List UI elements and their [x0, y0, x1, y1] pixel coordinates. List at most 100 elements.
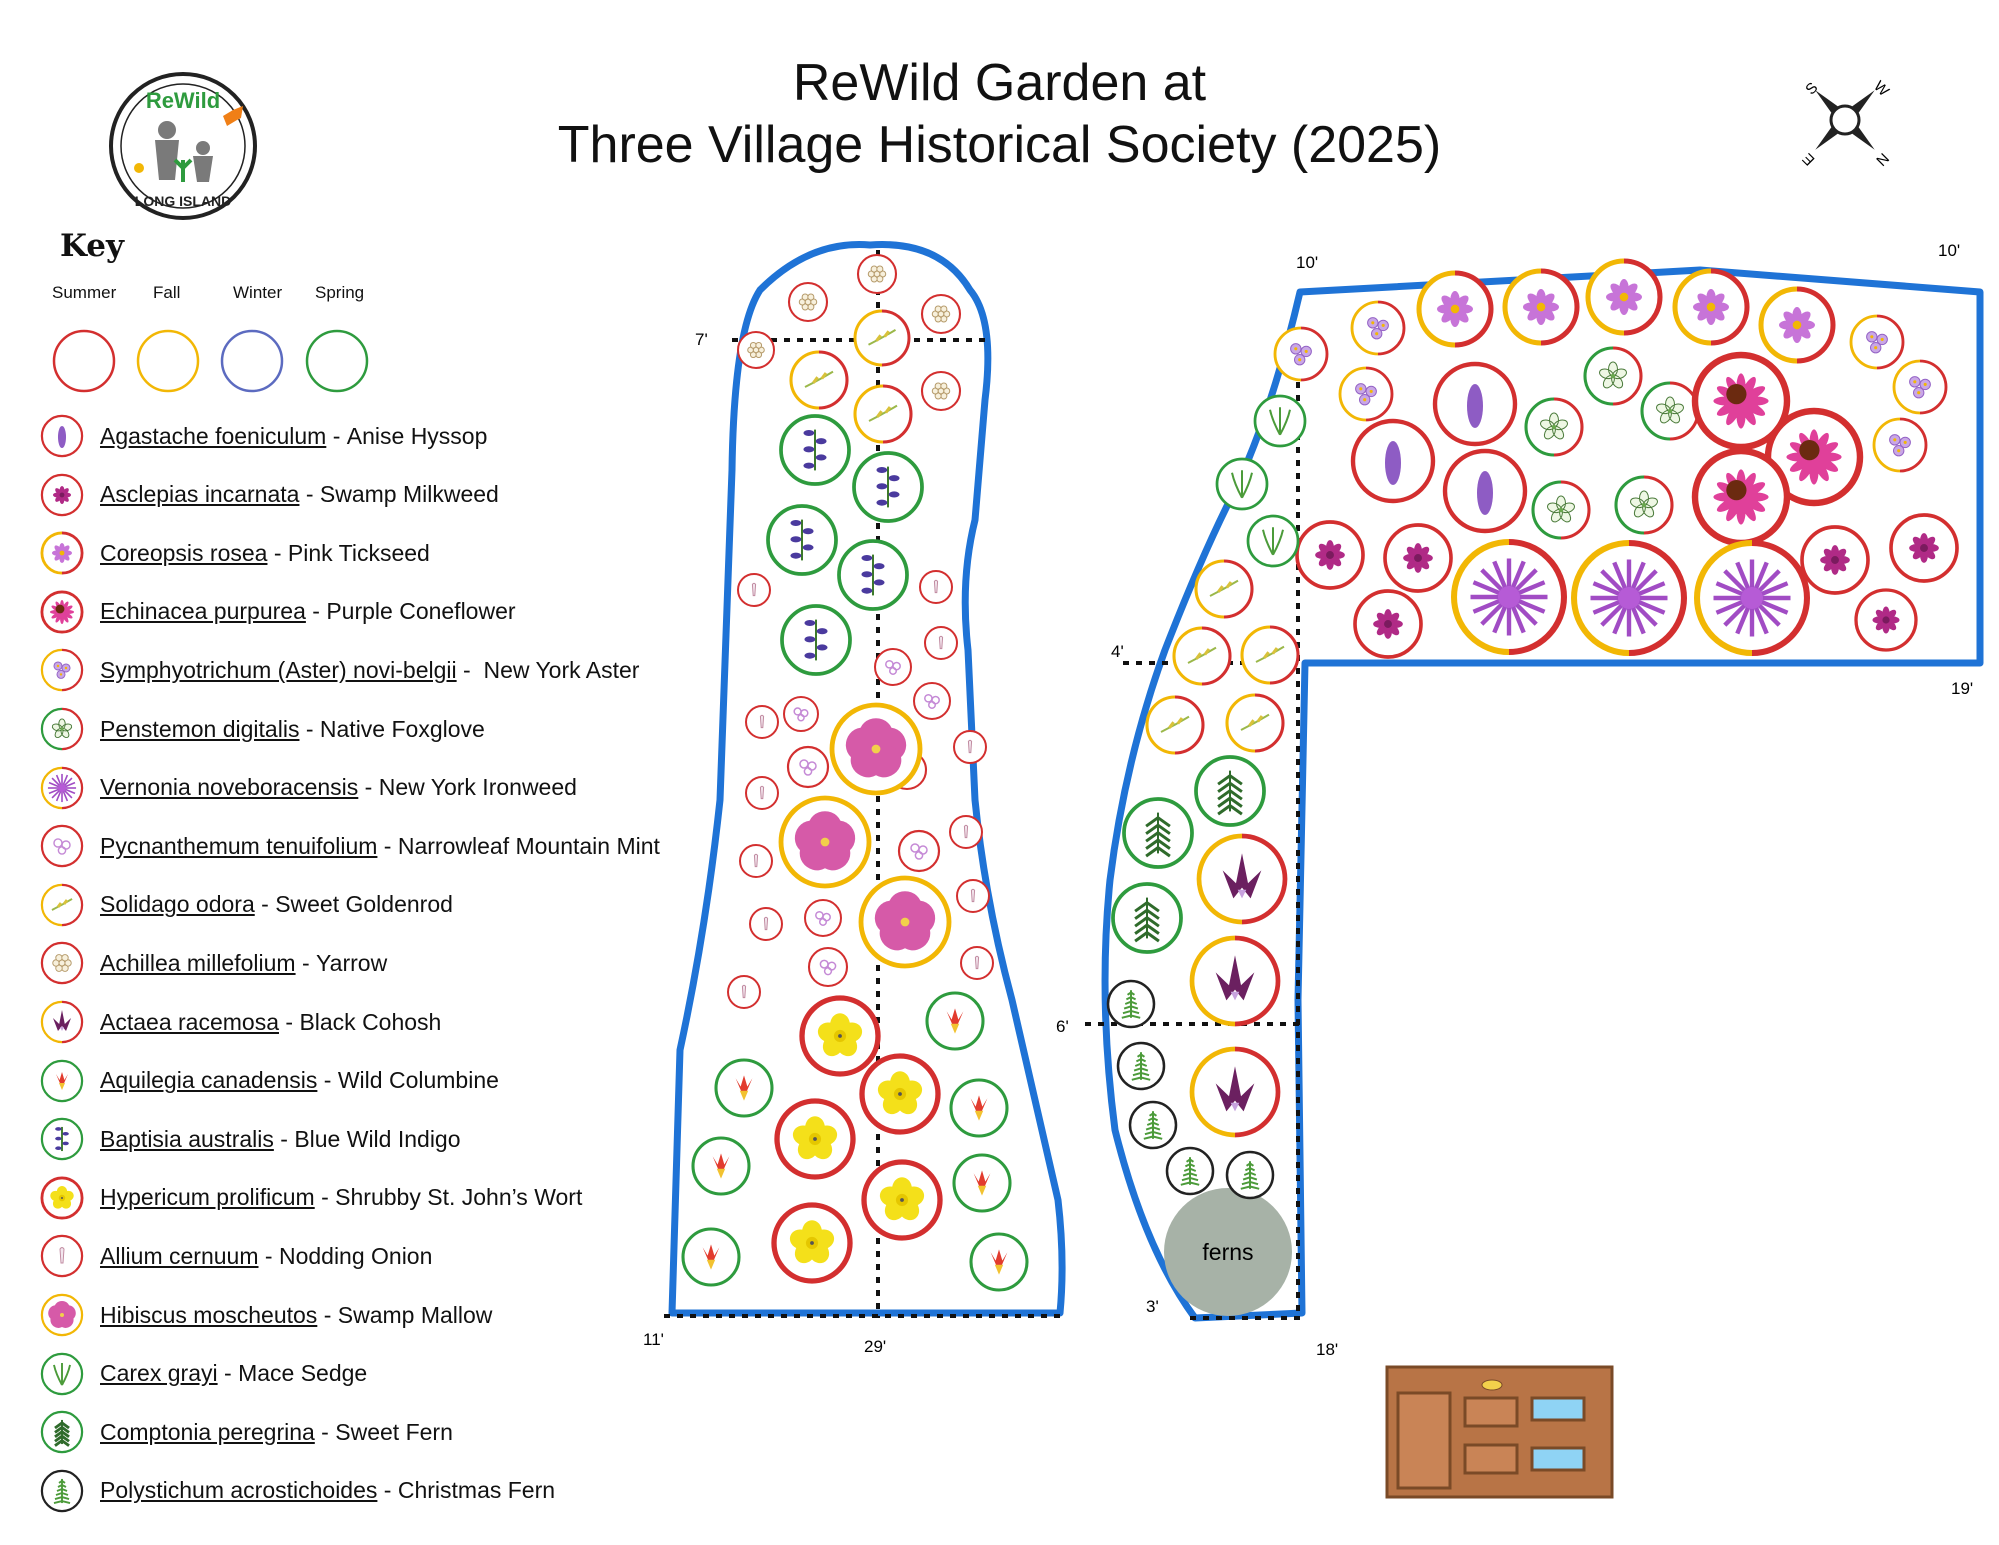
legend-separator: - [299, 715, 320, 742]
legend-item: Vernonia noveboracensis - New York Ironw… [40, 765, 577, 811]
hypericum-plant-marker [799, 995, 881, 1077]
columbine-plant-marker [952, 1153, 1012, 1213]
hypericum-icon [40, 1176, 84, 1220]
columbine-plant-marker [969, 1232, 1029, 1292]
goldenrod-plant-marker [1240, 625, 1300, 685]
agastache-plant-marker [1442, 448, 1528, 534]
sweetfern-plant-marker [1122, 797, 1194, 869]
allium-plant-marker [739, 844, 773, 878]
legend-separator: - [377, 1477, 398, 1504]
legend-item: Actaea racemosa - Black Cohosh [40, 999, 441, 1045]
baptisia-plant-marker [837, 539, 909, 611]
asclepias-plant-marker [1295, 520, 1365, 590]
legend-separator: - [314, 1418, 336, 1445]
allium-plant-marker [737, 573, 771, 607]
legend-scientific-name: Achillea millefolium [100, 949, 296, 976]
allium-plant-marker [919, 570, 953, 604]
legend-common-name: New York Aster [483, 656, 640, 683]
carex-plant-marker [1215, 457, 1269, 511]
legend-scientific-name: Solidago odora [100, 891, 255, 918]
goldenrod-plant-marker [853, 384, 913, 444]
coreopsis-icon [40, 531, 84, 575]
yarrow-plant-marker [856, 253, 898, 295]
penstemon-icon [40, 707, 84, 751]
columbine-plant-marker [691, 1136, 751, 1196]
legend-common-name: Black Cohosh [299, 1008, 442, 1035]
legend-scientific-name: Hypericum prolificum [100, 1184, 315, 1211]
sweetfern-plant-marker [1194, 755, 1266, 827]
vernonia-plant-marker [1570, 539, 1688, 657]
legend-separator: - [305, 598, 327, 625]
aster-plant-marker [1892, 359, 1948, 415]
agastache-plant-marker [1432, 361, 1518, 447]
legend-common-name: Yarrow [316, 949, 388, 976]
key-title: Key [60, 228, 124, 264]
coreopsis-plant-marker [1585, 258, 1663, 336]
hypericum-plant-marker [771, 1202, 853, 1284]
allium-plant-marker [924, 626, 958, 660]
legend-scientific-name: Polystichum acrostichoides [100, 1477, 378, 1504]
legend-item: Echinacea purpurea - Purple Coneflower [40, 589, 516, 635]
legend-separator: - [299, 481, 320, 508]
legend-separator: - [358, 774, 379, 801]
legend-separator: - [217, 1360, 239, 1387]
legend-scientific-name: Agastache foeniculum [100, 422, 327, 449]
carex-plant-marker [1253, 394, 1307, 448]
agastache-icon [40, 414, 84, 458]
goldenrod-plant-marker [1145, 695, 1205, 755]
legend-item: Carex grayi - Mace Sedge [40, 1351, 367, 1397]
hypericum-plant-marker [859, 1053, 941, 1135]
vernonia-plant-marker [1693, 539, 1811, 657]
legend-separator: - [317, 1301, 338, 1328]
legend-common-name: Swamp Milkweed [319, 481, 499, 508]
yarrow-plant-marker [920, 293, 962, 335]
xmasfern-plant-marker [1128, 1100, 1178, 1150]
yarrow-plant-marker [787, 281, 829, 323]
legend-common-name: Anise Hyssop [346, 422, 488, 449]
yarrow-plant-marker [737, 331, 775, 369]
asclepias-plant-marker [1383, 523, 1453, 593]
columbine-plant-marker [681, 1227, 741, 1287]
goldenrod-icon [40, 883, 84, 926]
legend-common-name: Purple Coneflower [326, 598, 516, 625]
aster-icon [40, 649, 84, 692]
coreopsis-plant-marker [1672, 268, 1750, 346]
penstemon-plant-marker [1531, 480, 1591, 540]
legend-common-name: Pink Tickseed [287, 539, 430, 566]
allium-plant-marker [745, 776, 779, 810]
legend-common-name: Blue Wild Indigo [294, 1125, 461, 1152]
penstemon-plant-marker [1640, 381, 1700, 441]
legend-item: Pycnanthemum tenuifolium - Narrowleaf Mo… [40, 823, 660, 869]
baptisia-plant-marker [779, 414, 851, 486]
carex-icon [40, 1352, 84, 1395]
mint-plant-marker [804, 899, 842, 937]
legend-scientific-name: Symphyotrichum (Aster) novi-belgii [100, 656, 457, 683]
legend-item: Allium cernuum - Nodding Onion [40, 1233, 432, 1279]
baptisia-plant-marker [852, 451, 924, 523]
dim-bed2-top-right: 10' [1938, 241, 1960, 260]
asclepias-plant-marker [1353, 589, 1423, 659]
legend-separator: - [456, 656, 484, 683]
vernonia-plant-marker [1450, 538, 1568, 656]
aster-plant-marker [1350, 300, 1406, 356]
dim-bed1-length: 29' [864, 1337, 886, 1356]
legend-separator: - [258, 1242, 279, 1269]
penstemon-plant-marker [1583, 346, 1643, 406]
legend-separator: - [273, 1125, 295, 1152]
allium-plant-marker [745, 705, 779, 739]
plant-markers [681, 253, 1959, 1292]
mint-plant-marker [786, 745, 830, 789]
aster-plant-marker [1849, 314, 1905, 370]
asclepias-plant-marker [1889, 513, 1959, 583]
legend-common-name: New York Ironweed [378, 774, 577, 801]
legend-common-name: Sweet Fern [335, 1418, 453, 1445]
baptisia-icon [40, 1117, 84, 1161]
legend-item: Achillea millefolium - Yarrow [40, 940, 387, 986]
asclepias-plant-marker [1854, 588, 1918, 652]
legend-common-name: Sweet Goldenrod [275, 891, 453, 918]
coreopsis-plant-marker [1502, 268, 1580, 346]
legend-scientific-name: Baptisia australis [100, 1125, 274, 1152]
legend-scientific-name: Hibiscus moscheutos [100, 1301, 318, 1328]
allium-icon [40, 1235, 84, 1278]
